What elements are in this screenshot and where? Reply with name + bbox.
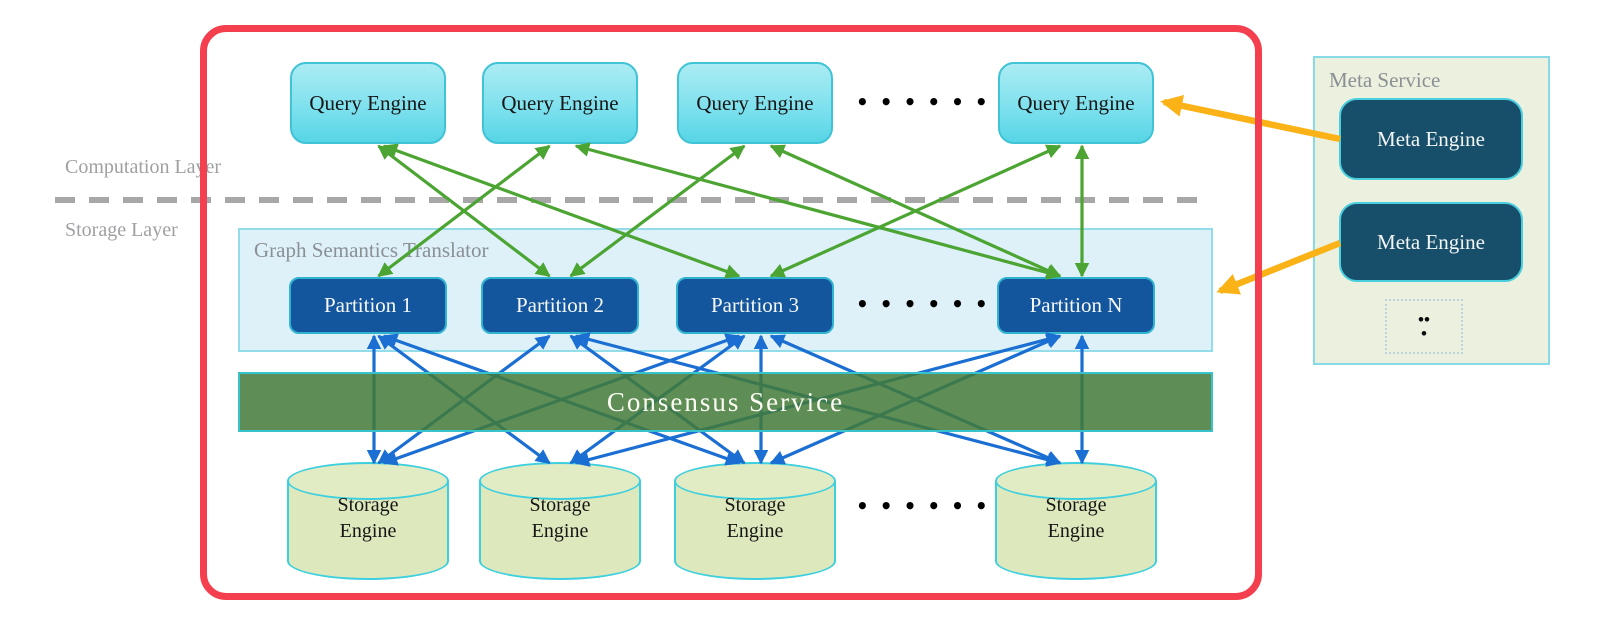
storage-engine-1-label: Storage Engine <box>337 494 399 542</box>
query-engine-3-label: Query Engine <box>696 90 814 115</box>
computation-layer-label: Computation Layer <box>65 156 222 178</box>
consensus-service-bar: Consensus Service <box>238 372 1213 432</box>
consensus-service-label: Consensus Service <box>606 386 845 417</box>
meta-engine-1-label: Meta Engine <box>1377 126 1485 151</box>
storage-engine-2-label: Storage Engine <box>529 494 591 542</box>
meta-engine-2: Meta Engine <box>1339 202 1523 282</box>
graph-semantics-translator-label: Graph Semantics Translator <box>254 238 489 262</box>
query-engine-4-label: Query Engine <box>1017 90 1135 115</box>
query-engine-4: Query Engine <box>998 62 1154 144</box>
meta-ellipsis-box: ••• <box>1385 299 1463 354</box>
partition-1: Partition 1 <box>289 277 447 334</box>
meta-service-label: Meta Service <box>1329 68 1441 92</box>
query-engine-2: Query Engine <box>482 62 638 144</box>
partition-3-label: Partition 3 <box>710 293 800 317</box>
cylinder-top <box>287 462 449 500</box>
partition-3: Partition 3 <box>676 277 834 334</box>
storage-layer-label: Storage Layer <box>65 219 178 241</box>
partition-2: Partition 2 <box>481 277 639 334</box>
partition-n: Partition N <box>997 277 1155 334</box>
query-engine-2-label: Query Engine <box>501 90 619 115</box>
meta-vertical-ellipsis-dots: ••• <box>1418 309 1430 343</box>
storage-engine-3: Storage Engine <box>674 462 836 580</box>
query-engine-3: Query Engine <box>677 62 833 144</box>
meta-engine-1: Meta Engine <box>1339 98 1523 180</box>
query-engine-1-label: Query Engine <box>309 90 427 115</box>
partition-n-label: Partition N <box>1029 293 1123 317</box>
storage-engine-1: Storage Engine <box>287 462 449 580</box>
storage-engine-n: Storage Engine <box>995 462 1157 580</box>
meta-engine-2-label: Meta Engine <box>1377 229 1485 254</box>
partition-2-label: Partition 2 <box>515 293 605 317</box>
storage-engine-2: Storage Engine <box>479 462 641 580</box>
query-engine-1: Query Engine <box>290 62 446 144</box>
storage-engine-3-label: Storage Engine <box>724 494 786 542</box>
partition-ellipsis-dots: •••••• <box>856 292 999 316</box>
storage-engine-n-label: Storage Engine <box>1045 494 1107 542</box>
query-engine-ellipsis-dots: •••••• <box>856 90 999 114</box>
storage-ellipsis-dots: •••••• <box>856 494 999 518</box>
partition-1-label: Partition 1 <box>323 293 413 317</box>
